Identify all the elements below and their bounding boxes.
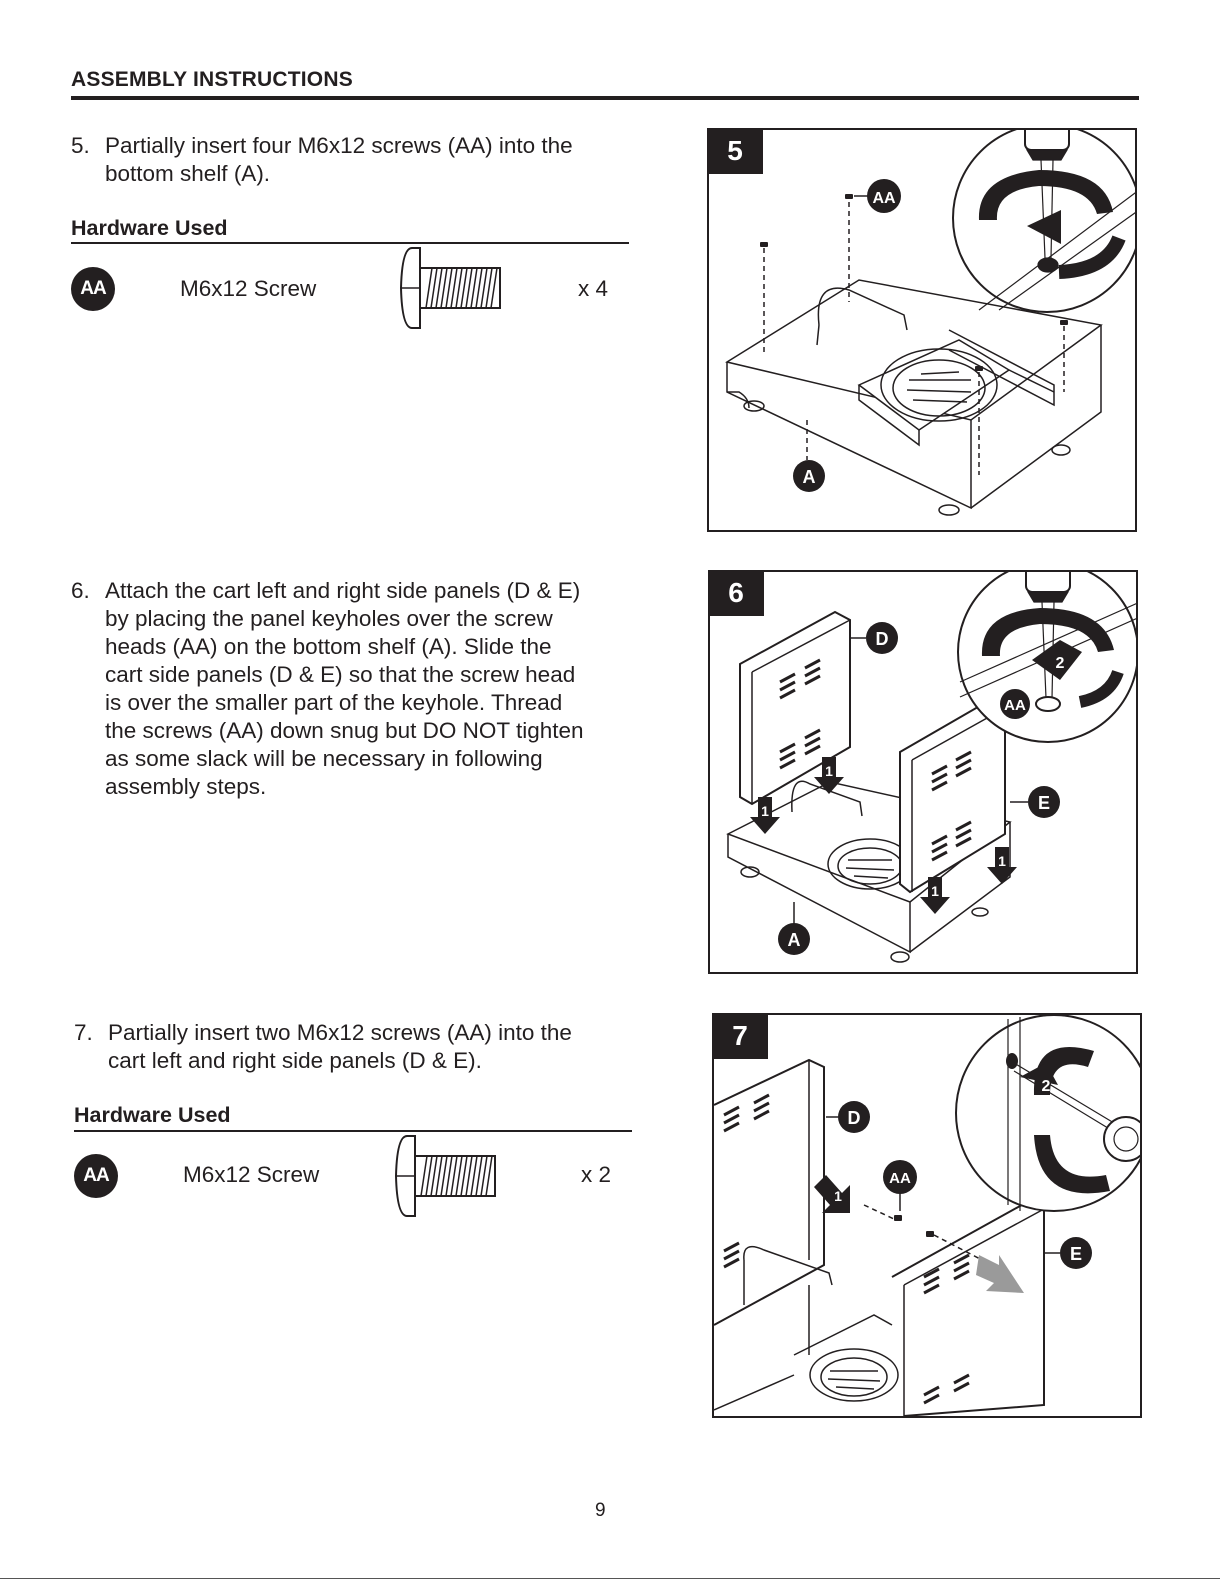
step-line: the screws (AA) down snug but DO NOT tig… — [105, 718, 584, 743]
step-5-instructions: 5. Partially insert four M6x12 screws (A… — [71, 132, 631, 192]
figure-number: 7 — [714, 1015, 768, 1059]
hardware-quantity: x 2 — [581, 1162, 612, 1187]
step-line: heads (AA) on the bottom shelf (A). Slid… — [105, 634, 552, 659]
step-body: Attach the cart left and right side pane… — [105, 577, 584, 801]
section-header: ASSEMBLY INSTRUCTIONS — [71, 68, 1139, 100]
step-6-instructions: 6. Attach the cart left and right side p… — [71, 577, 631, 802]
arrow-step-label: 1 — [931, 883, 939, 899]
step-number: 5. — [71, 133, 90, 158]
callout-label: E — [1070, 1244, 1082, 1264]
figure-step-6: 6 — [708, 570, 1138, 974]
page-number: 9 — [595, 1500, 606, 1521]
figure-number: 5 — [709, 130, 763, 174]
callout-label: AA — [1004, 697, 1026, 714]
step-body: Partially insert two M6x12 screws (AA) i… — [108, 1019, 572, 1075]
callout-label: AA — [889, 1170, 911, 1187]
arrow-step-label: 1 — [825, 763, 833, 779]
step-7-instructions: 7. Partially insert two M6x12 screws (AA… — [74, 1019, 634, 1079]
bottom-shelf-illustration: AA A — [725, 130, 1135, 516]
step-number: 6. — [71, 578, 90, 603]
callout-label: D — [876, 629, 889, 649]
arrow-step-label: 1 — [998, 853, 1006, 869]
callout-label: AA — [872, 190, 896, 207]
arrow-step-label: 2 — [1056, 655, 1065, 672]
callout-label: E — [1038, 793, 1050, 813]
hardware-rule — [74, 1130, 632, 1132]
step-body: Partially insert four M6x12 screws (AA) … — [105, 132, 573, 188]
callout-label: A — [803, 467, 816, 487]
arrow-step-label: 2 — [1042, 1078, 1051, 1095]
hardware-used-heading: Hardware Used — [71, 216, 228, 240]
screw-icon — [398, 246, 504, 335]
page-bottom-rule — [0, 1578, 1220, 1579]
callout-label: A — [788, 930, 801, 950]
screw-icon — [393, 1134, 499, 1223]
step-line: is over the smaller part of the keyhole.… — [105, 690, 563, 715]
step-line: assembly steps. — [105, 774, 267, 799]
figure-number: 6 — [710, 572, 764, 616]
hardware-quantity: x 4 — [578, 276, 609, 301]
section-title: ASSEMBLY INSTRUCTIONS — [71, 68, 353, 91]
hardware-used-heading: Hardware Used — [74, 1103, 231, 1127]
hardware-name: M6x12 Screw — [180, 276, 317, 301]
step-line: bottom shelf (A). — [105, 161, 271, 186]
step-line: Attach the cart left and right side pane… — [105, 578, 581, 603]
figure-step-5: 5 — [707, 128, 1137, 532]
hardware-rule — [71, 242, 629, 244]
step-line: cart left and right side panels (D & E). — [108, 1048, 482, 1073]
hardware-name: M6x12 Screw — [183, 1162, 320, 1187]
hardware-badge: AA — [71, 267, 115, 311]
step-line: cart side panels (D & E) so that the scr… — [105, 662, 576, 687]
arrow-step-label: 1 — [761, 803, 769, 819]
panel-screws-illustration: 1 D AA E 2 — [714, 1015, 1140, 1416]
side-panels-illustration: 1 1 1 1 D E A 2 AA — [726, 572, 1136, 963]
step-line: by placing the panel keyholes over the s… — [105, 606, 553, 631]
step-line: Partially insert two M6x12 screws (AA) i… — [108, 1020, 572, 1045]
hardware-badge: AA — [74, 1154, 118, 1198]
callout-label: D — [848, 1108, 861, 1128]
arrow-step-label: 1 — [834, 1188, 842, 1204]
figure-step-7: 7 — [712, 1013, 1142, 1418]
step-number: 7. — [74, 1020, 93, 1045]
step-line: Partially insert four M6x12 screws (AA) … — [105, 133, 573, 158]
step-line: as some slack will be necessary in follo… — [105, 746, 543, 771]
